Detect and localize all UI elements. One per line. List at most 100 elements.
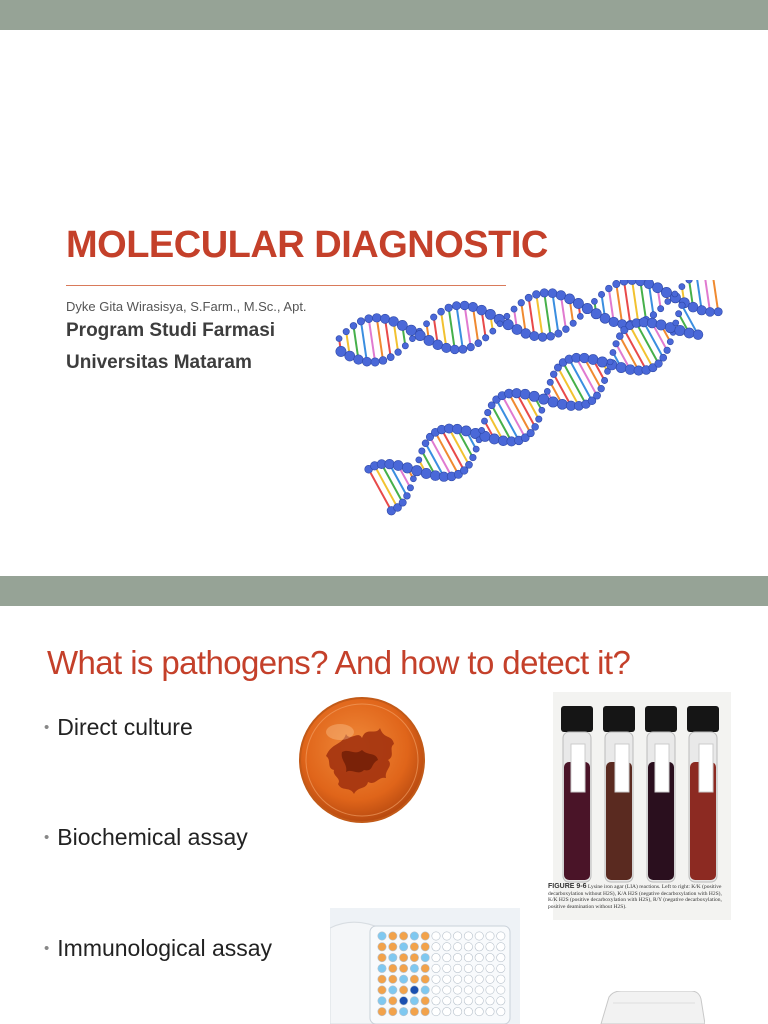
dna-backbone-bead <box>450 344 460 355</box>
plate-well <box>388 963 398 973</box>
plate-well <box>377 963 387 973</box>
tube-cap <box>561 706 593 732</box>
dna-base-pair <box>384 318 392 358</box>
plate-well <box>377 996 387 1006</box>
dna-backbone-bead <box>531 423 539 431</box>
dna-backbone-bead <box>537 332 548 342</box>
dna-backbone-bead <box>696 305 707 316</box>
dna-backbone-bead <box>356 317 365 326</box>
plate-well <box>388 1007 398 1017</box>
dna-backbone-bead <box>546 331 555 341</box>
dna-backbone-bead <box>482 334 490 342</box>
plate-well <box>485 974 495 984</box>
plate-well <box>474 985 484 995</box>
dna-backbone-bead <box>553 363 562 372</box>
plate-well <box>463 996 473 1006</box>
dna-backbone-bead <box>535 415 543 423</box>
dna-backbone-bead <box>678 283 686 290</box>
plate-well <box>496 963 506 973</box>
dna-backbone-bead <box>657 305 665 313</box>
plate-well <box>388 974 398 984</box>
dna-backbone-bead <box>562 325 570 333</box>
dna-backbone-bead <box>344 350 356 362</box>
dna-backbone-bead <box>458 344 468 354</box>
dna-backbone-bead <box>619 280 629 286</box>
dna-backbone-bead <box>372 313 382 323</box>
dna-base-pair <box>562 361 587 405</box>
dna-backbone-bead <box>478 427 485 434</box>
dna-backbone-bead <box>554 329 563 338</box>
dna-backbone-bead <box>362 356 372 367</box>
plate-well <box>420 985 430 995</box>
dna-backbone-bead <box>405 324 417 336</box>
plate-well <box>442 996 452 1006</box>
dna-backbone-bead <box>652 282 663 294</box>
dna-backbone-bead <box>526 429 535 438</box>
dna-base-pair <box>501 395 527 439</box>
plate-well <box>388 985 398 995</box>
dna-backbone-bead <box>476 304 487 316</box>
plate-well <box>485 1007 495 1017</box>
dna-base-pair <box>623 281 632 325</box>
dna-backbone-bead <box>393 503 402 512</box>
plate-well <box>431 953 441 963</box>
plate-well <box>474 953 484 963</box>
author-name: Dyke Gita Wirasisya, S.Farm., M.Sc., Apt… <box>66 299 307 314</box>
dna-backbone-bead <box>441 342 452 353</box>
dna-backbone-bead <box>524 293 533 302</box>
dna-backbone-bead <box>466 343 475 352</box>
plate-well <box>463 942 473 952</box>
dna-backbone-bead <box>615 362 627 373</box>
dna-backbone-bead <box>401 462 413 474</box>
dna-backbone-bead <box>378 356 388 365</box>
dna-backbone-bead <box>459 300 470 311</box>
plate-well <box>431 931 441 941</box>
dna-backbone-bead <box>608 316 619 328</box>
dna-backbone-bead <box>687 301 699 313</box>
dna-base-pair <box>575 357 598 397</box>
plate-well <box>431 974 441 984</box>
dna-backbone-bead <box>488 433 500 445</box>
dna-base-pair <box>388 463 408 497</box>
bullet-text: Immunological assay <box>57 935 273 961</box>
dna-backbone-bead <box>555 290 567 301</box>
plate-well <box>496 974 506 984</box>
plate-well <box>409 963 419 973</box>
title-underline <box>66 285 506 286</box>
dna-backbone-bead <box>546 378 554 386</box>
dna-base-pair <box>440 429 466 471</box>
dna-backbone-bead <box>609 349 617 356</box>
dna-backbone-bead <box>529 331 540 341</box>
dna-base-pair <box>552 373 572 407</box>
dna-backbone-bead <box>502 319 514 331</box>
dna-backbone-bead <box>547 396 559 408</box>
dna-base-pair <box>607 288 615 323</box>
dna-base-pair <box>508 393 532 434</box>
plate-well <box>442 985 452 995</box>
dna-backbone-bead <box>620 325 629 335</box>
dna-backbone-bead <box>612 280 621 288</box>
plate-well <box>474 942 484 952</box>
plate-well <box>377 974 387 984</box>
dna-backbone-bead <box>415 456 423 464</box>
bullet-text: Direct culture <box>57 714 193 740</box>
plate-well <box>463 953 473 963</box>
dna-backbone-bead <box>335 345 347 357</box>
dna-base-pair <box>434 431 460 475</box>
dna-backbone-bead <box>590 308 602 320</box>
plate-well <box>420 963 430 973</box>
dna-backbone-bead <box>671 290 679 298</box>
dna-backbone-bead <box>460 466 469 475</box>
dna-backbone-bead <box>423 335 435 346</box>
dna-backbone-bead <box>683 327 695 339</box>
dna-base-pair <box>696 280 703 311</box>
dna-backbone-bead <box>469 453 477 462</box>
dna-backbone-bead <box>692 329 704 340</box>
dna-base-pair <box>615 283 624 325</box>
dna-base-pair <box>583 357 603 390</box>
plate-well <box>409 996 419 1006</box>
dna-backbone-bead <box>517 299 525 307</box>
dna-strands <box>335 280 723 516</box>
plate-well <box>463 1007 473 1017</box>
plate-well <box>399 1007 409 1017</box>
